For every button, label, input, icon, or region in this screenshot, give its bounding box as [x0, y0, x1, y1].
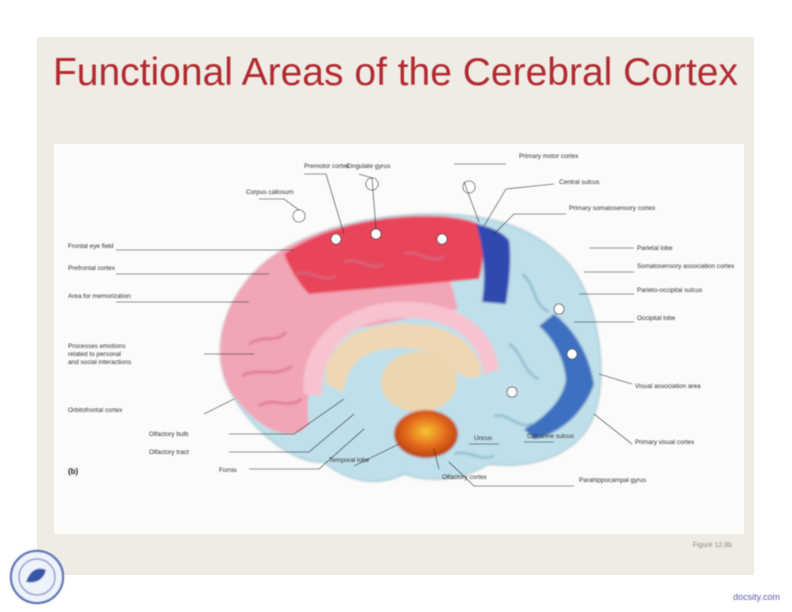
label-fornix: Fornix: [219, 467, 238, 474]
cingulate-gyrus: [303, 301, 499, 396]
watermark-link[interactable]: docsity.com: [733, 592, 780, 602]
slide-title: Functional Areas of the Cerebral Cortex: [52, 51, 738, 94]
corpus-callosum: [325, 323, 482, 392]
label-primary-somatosensory-cortex: Primary somatosensory cortex: [569, 205, 656, 212]
label-primary-visual-cortex: Primary visual cortex: [635, 439, 695, 446]
label-olfactory-cortex: Olfactory cortex: [442, 474, 488, 481]
label-corpus-callosum: Corpus callosum: [246, 189, 294, 196]
label-calcarine-sulcus: Calcarine sulcus: [527, 433, 574, 440]
brain-diagram: Premotor cortex Cingulate gyrus Primary …: [68, 153, 735, 487]
label-area-for-memory: Area for memorization: [68, 293, 131, 300]
slide: Functional Areas of the Cerebral Cortex: [37, 37, 754, 575]
label-parietal-lobe: Parietal lobe: [637, 245, 673, 252]
label-parieto-occipital-sulcus: Parieto-occipital sulcus: [637, 287, 702, 294]
label-processes-emotions: Processes emotions related to personal a…: [68, 343, 131, 366]
leader-lines: [116, 163, 634, 487]
label-primary-motor-cortex: Primary motor cortex: [519, 153, 579, 160]
area-number-markers: [292, 177, 578, 398]
label-olfactory-tract: Olfactory tract: [149, 449, 189, 456]
label-prefrontal-cortex: Prefrontal cortex: [68, 265, 116, 272]
label-parahippocampal-gyrus: Parahippocampal gyrus: [579, 477, 646, 484]
label-occipital-lobe: Occipital lobe: [637, 315, 676, 322]
olfactory-cortex: [394, 410, 458, 458]
label-olfactory-bulb: Olfactory bulb: [149, 431, 189, 438]
visual-cortex-region: [524, 314, 594, 439]
label-central-sulcus: Central sulcus: [559, 179, 600, 186]
label-somatosensory-association-cortex: Somatosensory association cortex: [637, 263, 735, 270]
label-orbitofrontal-cortex: Orbitofrontal cortex: [68, 407, 123, 414]
label-uncus: Uncus: [474, 435, 492, 442]
label-temporal-lobe: Temporal lobe: [329, 457, 370, 464]
panel-tag: (b): [68, 467, 79, 476]
label-premotor-cortex: Premotor cortex: [304, 163, 350, 170]
label-cingulate-gyrus: Cingulate gyrus: [346, 163, 390, 170]
somatosensory-region: [476, 224, 511, 304]
brain-figure-panel: Premotor cortex Cingulate gyrus Primary …: [54, 144, 744, 534]
diencephalon: [381, 352, 457, 412]
label-frontal-eye-field: Frontal eye field: [68, 243, 114, 250]
label-visual-association-area: Visual association area: [635, 383, 701, 390]
university-seal-logo: [10, 550, 64, 604]
label-group: Premotor cortex Cingulate gyrus Primary …: [68, 153, 735, 484]
figure-caption: Figure 12.8b: [692, 542, 732, 549]
